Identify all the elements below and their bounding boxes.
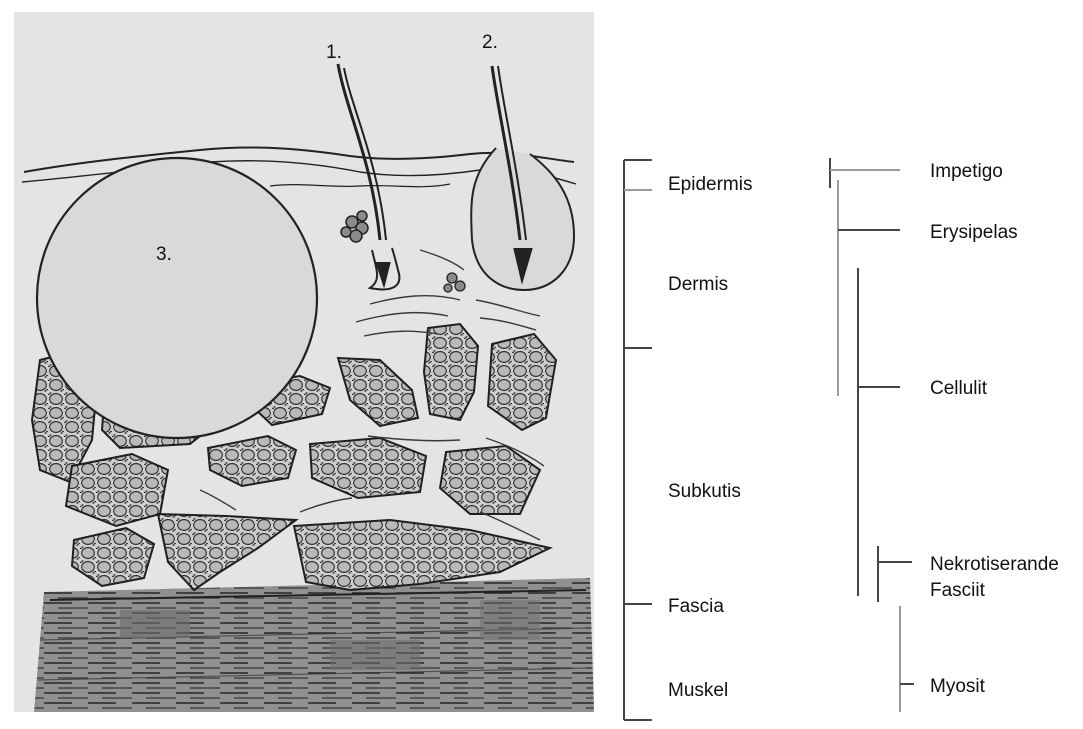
layer-label-subkutis: Subkutis [668, 481, 741, 502]
layer-label-epidermis: Epidermis [668, 174, 752, 195]
skin-cross-section-illustration: 1. 2. 3. [14, 12, 594, 712]
infection-label-nekrotiserande-line2: Fasciit [930, 580, 986, 601]
muscle-layer [34, 578, 594, 712]
layer-label-dermis: Dermis [668, 274, 728, 295]
marker-cyst: 3. [156, 244, 172, 265]
layer-bracket [624, 160, 652, 720]
infection-label-cellulit: Cellulit [930, 378, 988, 399]
infection-label-erysipelas: Erysipelas [930, 222, 1018, 243]
marker-hair-1: 1. [326, 42, 342, 63]
infection-label-myosit: Myosit [930, 676, 986, 697]
cyst [37, 158, 317, 438]
layer-label-fascia: Fascia [668, 596, 724, 617]
marker-hair-2: 2. [482, 32, 498, 53]
infection-label-impetigo: Impetigo [930, 161, 1003, 182]
layer-label-muskel: Muskel [668, 680, 728, 701]
infection-label-nekrotiserande-line1: Nekrotiserande [930, 554, 1059, 575]
infection-depth-bars [830, 158, 914, 712]
